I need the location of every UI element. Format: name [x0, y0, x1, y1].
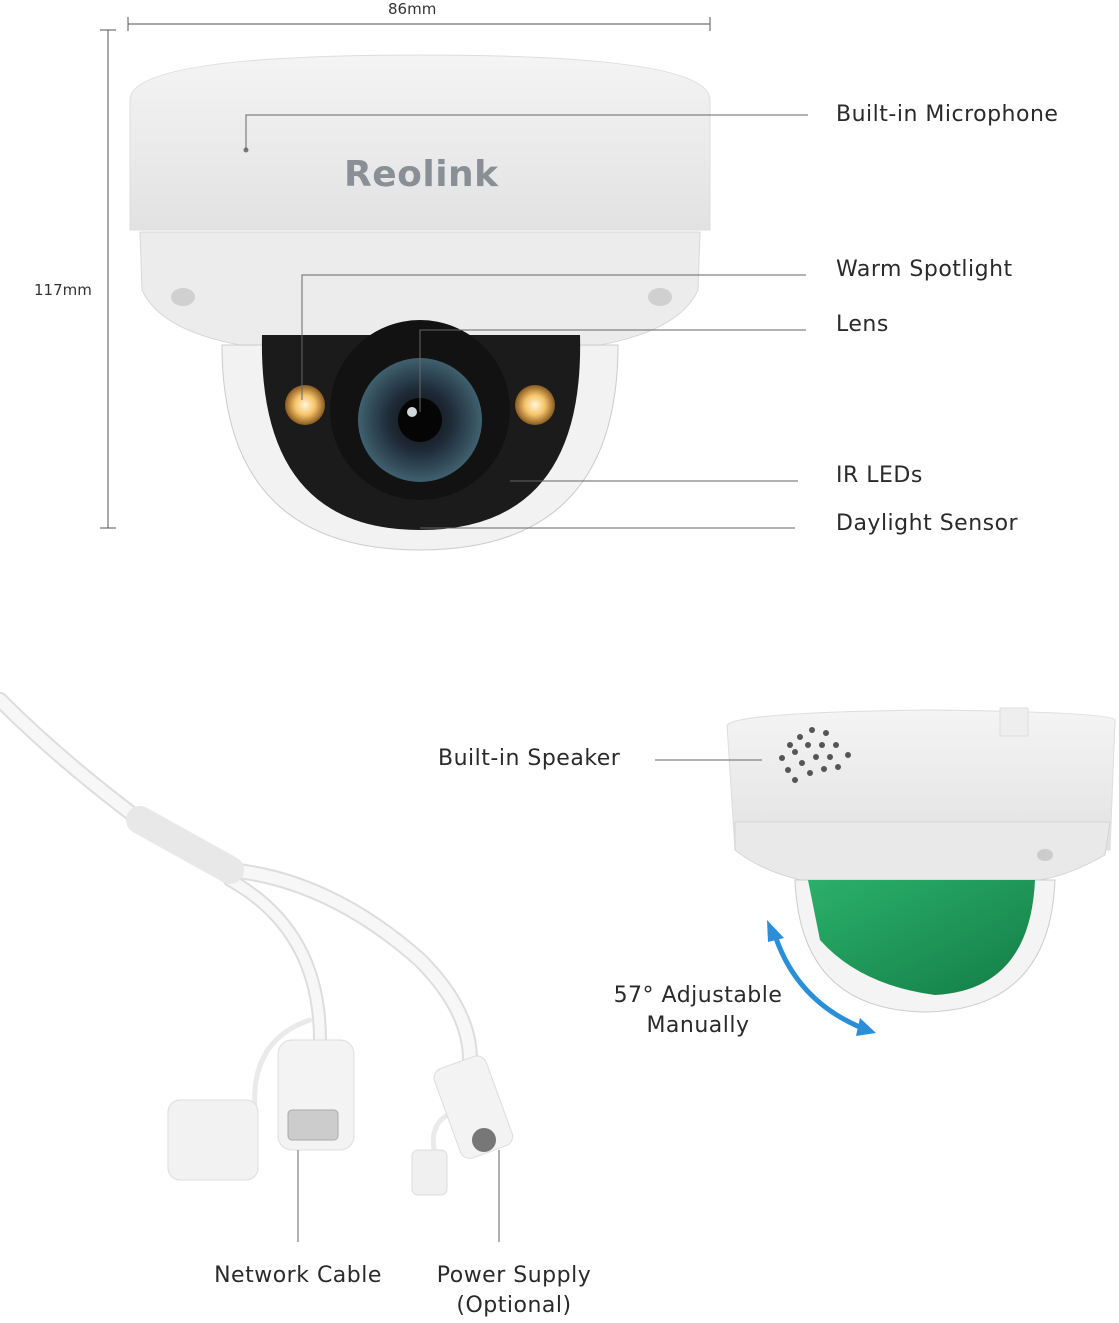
label-network-cable: Network Cable [214, 1263, 382, 1288]
network-cap [167, 1099, 259, 1181]
label-warm-spotlight: Warm Spotlight [836, 257, 1013, 282]
camera-side-view [726, 707, 1116, 1013]
label-built-in-microphone: Built-in Microphone [836, 102, 1059, 127]
height-dimension-label: 117mm [34, 281, 92, 299]
arrow-head-up [767, 920, 784, 942]
width-dimension-line [127, 17, 711, 31]
brand-logo: Reolink [344, 154, 499, 195]
leader-lines-cables [297, 1150, 500, 1242]
spotlight-left [285, 385, 325, 425]
leader-lines-front [245, 114, 808, 529]
label-adjustable-line2: Manually [646, 1013, 750, 1038]
height-dimension-line [100, 29, 116, 529]
width-dimension-label: 86mm [388, 0, 437, 18]
camera-front-view [129, 54, 711, 551]
label-power-optional: (Optional) [456, 1293, 572, 1318]
label-built-in-speaker: Built-in Speaker [438, 746, 621, 771]
label-ir-leds: IR LEDs [836, 463, 923, 488]
power-cap [411, 1149, 448, 1196]
label-daylight-sensor: Daylight Sensor [836, 511, 1019, 536]
label-adjustable-line1: 57° Adjustable [613, 983, 783, 1008]
speaker-grille [779, 727, 851, 783]
spotlight-right [515, 385, 555, 425]
network-connector [167, 1039, 355, 1181]
arrow-head-down [856, 1018, 876, 1036]
adjust-arrow [771, 931, 863, 1031]
label-power-supply: Power Supply [436, 1263, 592, 1288]
power-connector [411, 1055, 514, 1196]
label-lens: Lens [836, 312, 889, 337]
